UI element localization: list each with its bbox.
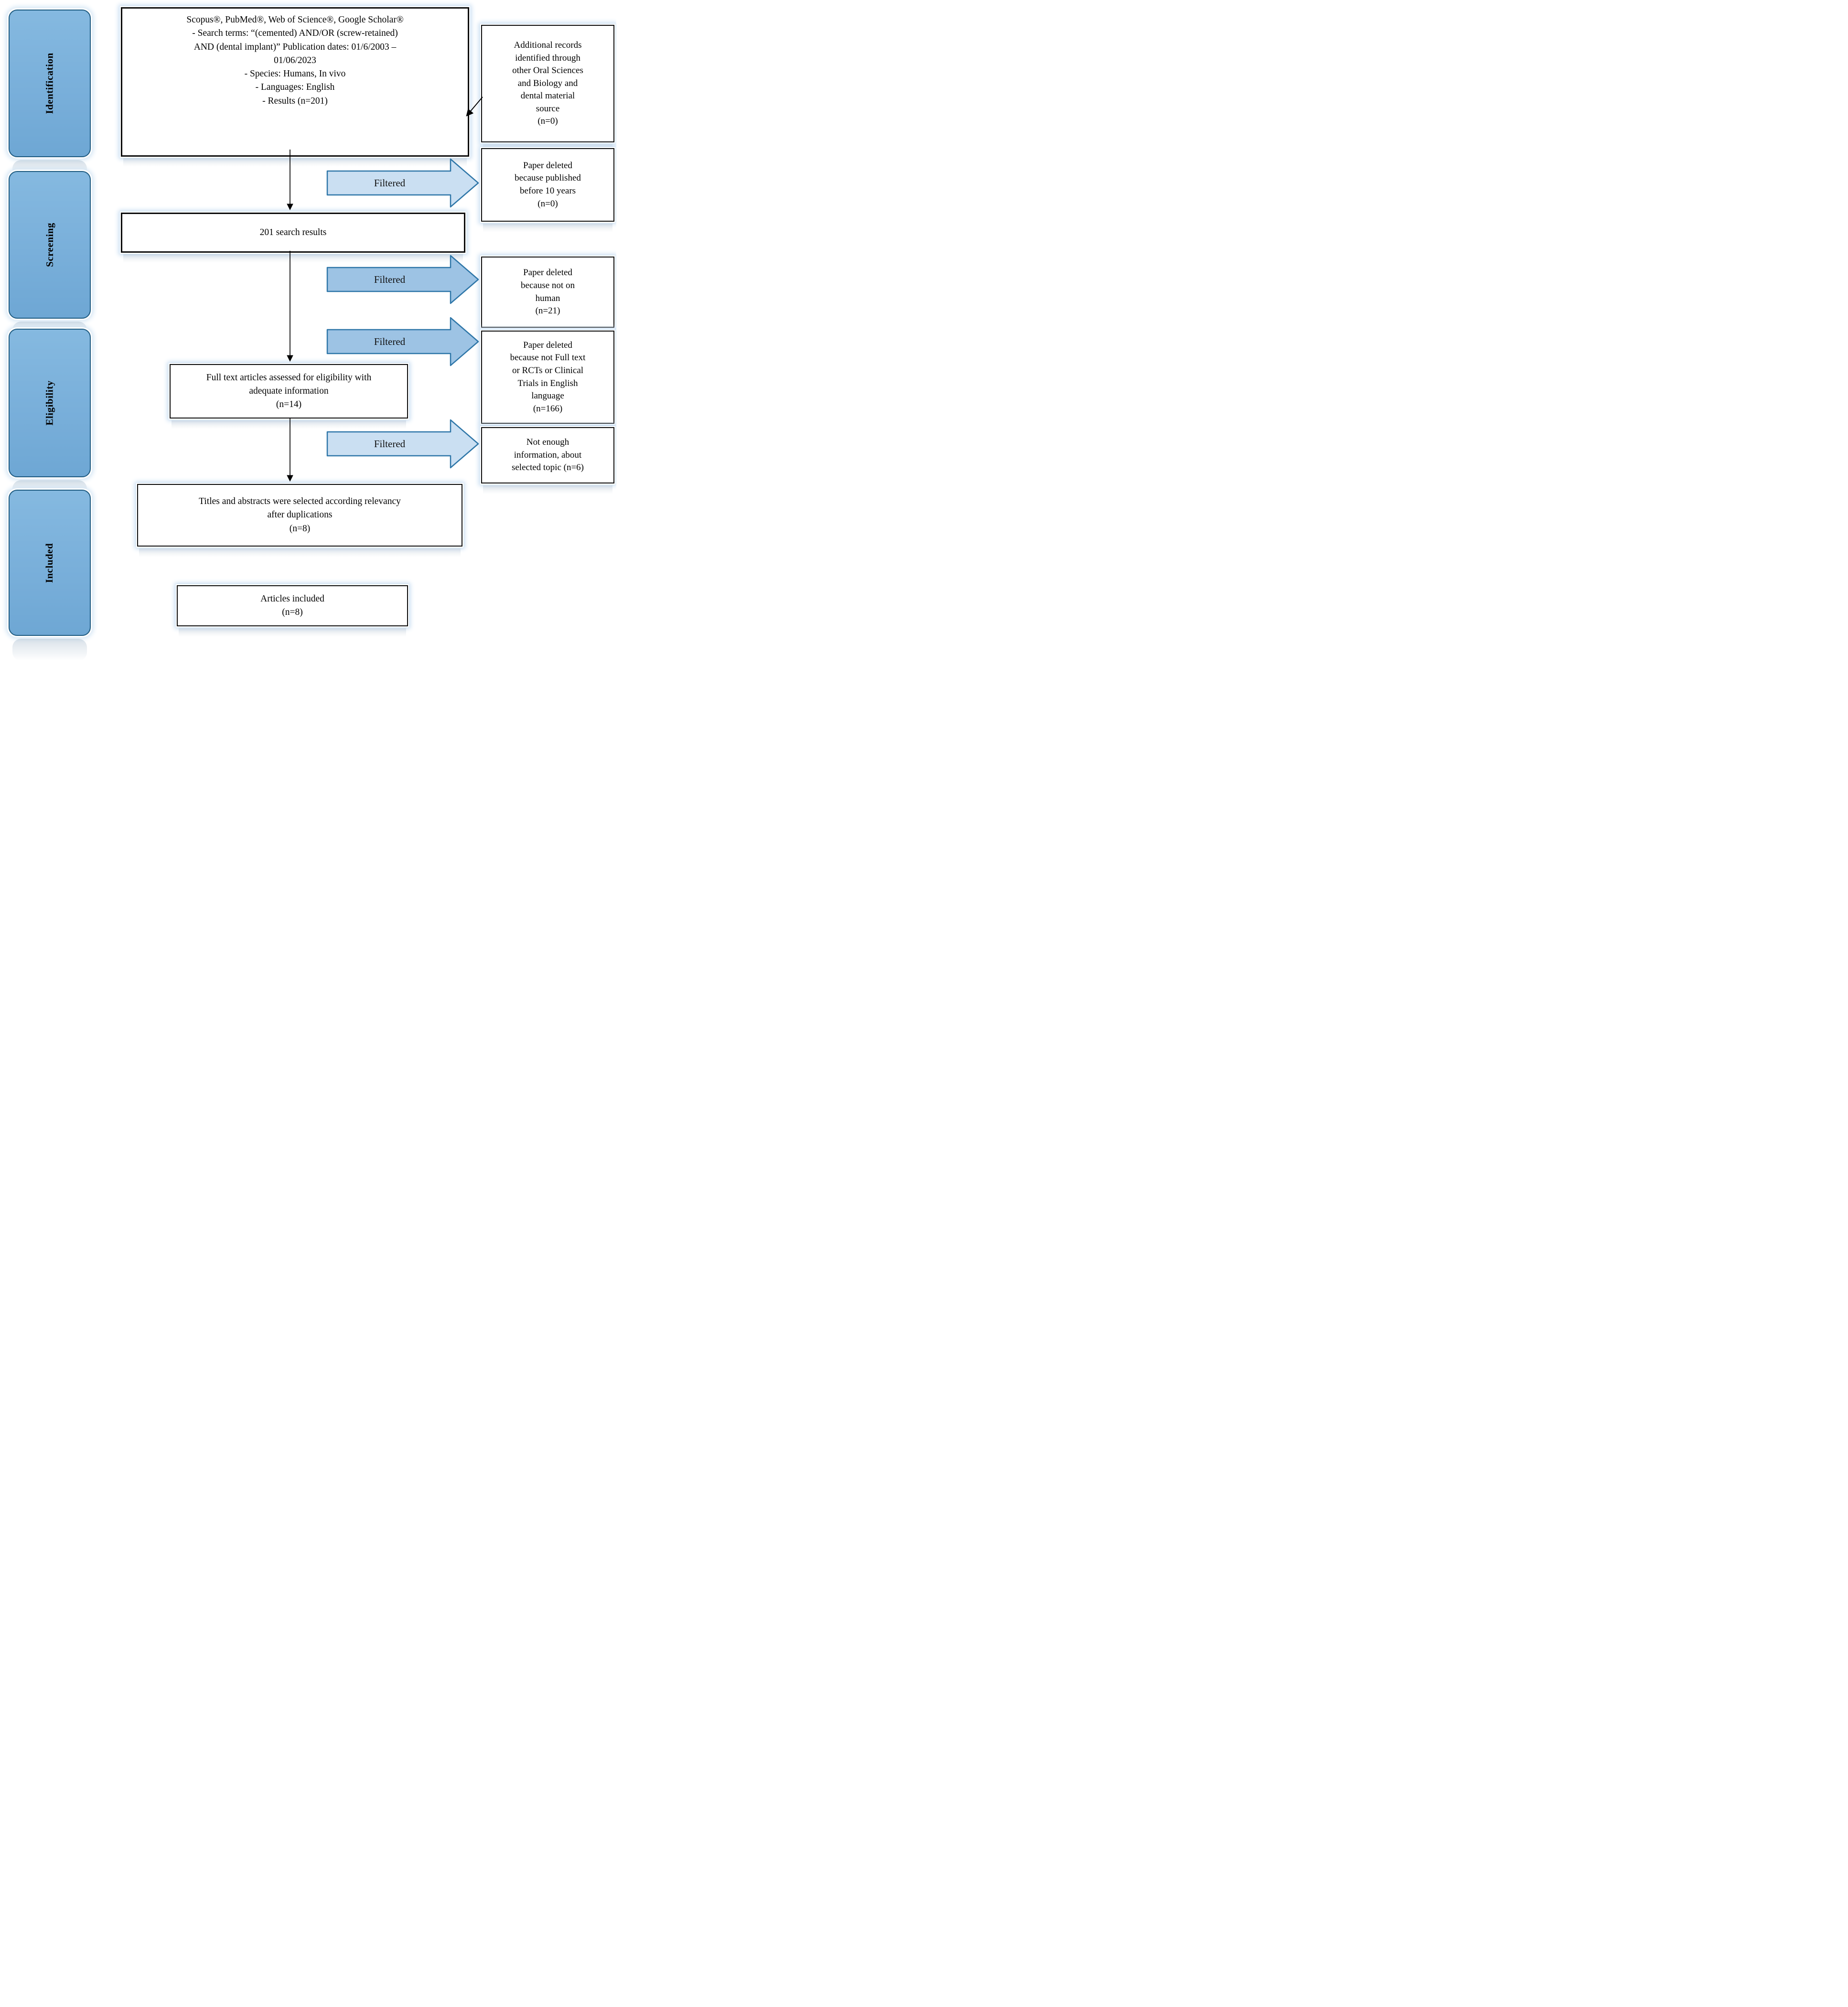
stage-included: Included: [9, 490, 91, 661]
filtered-arrow-4-shape: [326, 419, 479, 469]
exclusion-box-not-enough-information: Not enough information, about selected t…: [481, 427, 614, 494]
filtered-arrow-1-shape: [326, 158, 479, 208]
filtered-arrow-2-shape: [326, 255, 479, 304]
exclusion-box-not-on-human: Paper deleted because not on human (n=21…: [481, 257, 614, 338]
exclusion-box-not-fulltext-rct: Paper deleted because not Full text or R…: [481, 331, 614, 434]
stage-eligibility-label: Eligibility: [43, 380, 55, 426]
stage-screening-label: Screening: [43, 223, 55, 267]
filtered-arrow-3-label: Filtered: [374, 335, 406, 347]
filtered-arrow-3-shape: [326, 317, 479, 366]
exclusion-box-before-10-years: Paper deleted because published before 1…: [481, 148, 614, 232]
fulltext-eligibility-box: Full text articles assessed for eligibil…: [170, 364, 408, 429]
filtered-arrow-1-label: Filtered: [374, 177, 406, 189]
filtered-arrow-2: Filtered: [326, 255, 479, 304]
filtered-arrow-4: Filtered: [326, 419, 479, 469]
stage-identification: Identification: [9, 10, 91, 182]
articles-included-box: Articles included (n=8): [177, 585, 408, 637]
titles-abstracts-box: Titles and abstracts were selected accor…: [137, 484, 462, 557]
filtered-arrow-2-label: Filtered: [374, 273, 406, 285]
filtered-arrow-4-label: Filtered: [374, 438, 406, 450]
stage-screening: Screening: [9, 171, 91, 343]
stage-identification-label: Identification: [43, 53, 55, 114]
prisma-flow-diagram: Identification Screening Eligibility Inc…: [0, 0, 616, 669]
stage-included-label: Included: [43, 543, 55, 583]
exclusion-box-additional-records: Additional records identified through ot…: [481, 25, 614, 153]
stage-eligibility: Eligibility: [9, 329, 91, 502]
filtered-arrow-1: Filtered: [326, 158, 479, 208]
search-results-box: 201 search results: [121, 213, 465, 263]
search-strategy-box: Scopus®, PubMed®, Web of Science®, Googl…: [121, 7, 469, 167]
filtered-arrow-3: Filtered: [326, 317, 479, 366]
